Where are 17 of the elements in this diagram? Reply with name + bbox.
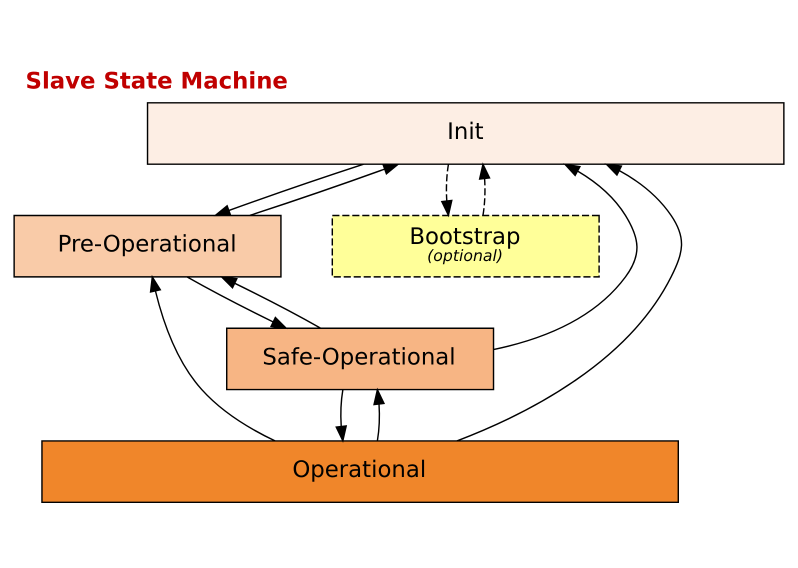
node-box: Bootstrap (optional) [332, 214, 600, 278]
arrow [373, 388, 386, 441]
arrow [440, 164, 453, 218]
node-box: Pre-Operational [13, 214, 282, 278]
node-box: Operational [41, 440, 679, 503]
node-box: Init [146, 102, 785, 165]
arrow [478, 162, 491, 216]
arrow [250, 163, 400, 216]
arrow [150, 274, 276, 442]
arrow [186, 276, 288, 330]
arrow [494, 163, 638, 350]
arrow [220, 276, 321, 329]
diagram-title: Slave State Machine [26, 68, 288, 94]
arrow [335, 390, 348, 443]
node-box: Safe-Operational [226, 328, 494, 390]
arrow [213, 164, 364, 216]
arrow [456, 163, 682, 442]
